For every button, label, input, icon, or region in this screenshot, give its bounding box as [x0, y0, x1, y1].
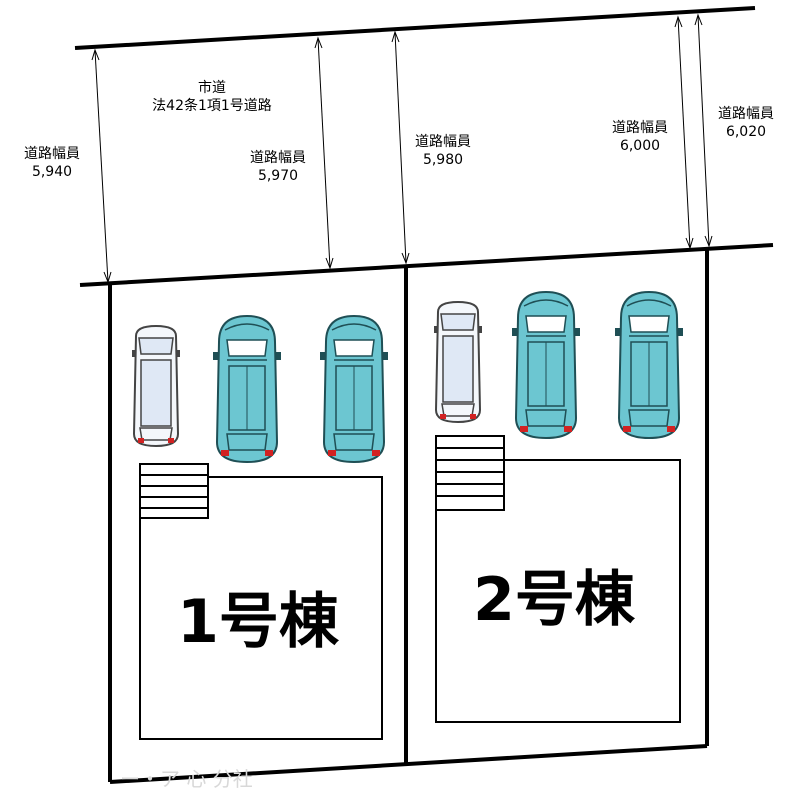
road-width-label-2: 道路幅員	[250, 150, 306, 166]
parked-car-teal-4	[614, 291, 684, 439]
parked-car-white-1	[131, 325, 181, 447]
road-width-label-4: 道路幅員	[612, 120, 668, 136]
dimension-lines	[91, 13, 713, 284]
watermark: ー・ア 心 分社	[120, 767, 253, 791]
road-width-label-3: 道路幅員	[415, 134, 471, 150]
road-far-edge	[74, 6, 756, 50]
parked-car-teal-2	[319, 315, 389, 463]
building-1-label: 1号棟	[177, 587, 340, 657]
parked-car-teal-1	[212, 315, 282, 463]
parked-car-teal-3	[511, 291, 581, 439]
parked-car-white-2	[433, 301, 483, 423]
road-width-value-5: 6,020	[726, 124, 766, 140]
road-width-value-4: 6,000	[620, 138, 660, 154]
stairs-2	[435, 435, 505, 511]
road-width-value-1: 5,940	[32, 164, 72, 180]
road-width-label-5: 道路幅員	[718, 106, 774, 122]
road-width-value-2: 5,970	[258, 168, 298, 184]
road-width-label-1: 道路幅員	[24, 146, 80, 162]
building-1-footprint	[139, 476, 383, 740]
lot-boundaries	[108, 248, 709, 784]
road-name-line1: 市道	[198, 79, 226, 96]
road-name-line2: 法42条1項1号道路	[152, 97, 272, 114]
road-near-edge	[79, 243, 774, 287]
road-width-value-3: 5,980	[423, 152, 463, 168]
building-2-label: 2号棟	[473, 565, 636, 635]
stairs-1	[139, 463, 209, 519]
